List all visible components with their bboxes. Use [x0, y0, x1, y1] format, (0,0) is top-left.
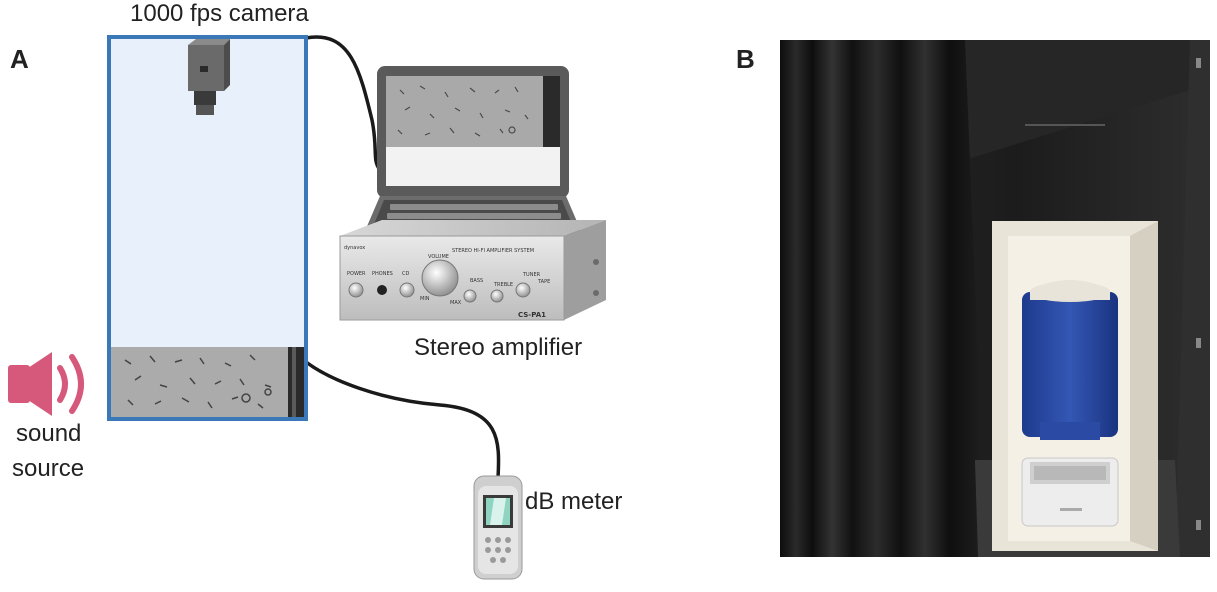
db-meter-label: dB meter: [525, 488, 623, 515]
amp-volume-text: VOLUME: [428, 254, 449, 260]
amp-system-text: STEREO HI-FI AMPLIFIER SYSTEM: [452, 248, 534, 254]
speaker-icon: [8, 352, 84, 416]
amp-max-text: MAX: [450, 300, 462, 306]
amplifier-label: Stereo amplifier: [414, 334, 583, 361]
amp-tape-text: TAPE: [537, 279, 550, 285]
panel-a-letter: A: [10, 44, 29, 74]
amp-min-text: MIN: [420, 296, 430, 302]
amp-phones-text: PHONES: [372, 271, 393, 277]
amp-treble-text: TREBLE: [493, 282, 513, 288]
sound-source-label-line2: source: [12, 455, 85, 482]
camera-cable: [305, 35, 382, 172]
stereo-amplifier-icon: dynavox STEREO HI-FI AMPLIFIER SYSTEM VO…: [339, 220, 606, 321]
meter-cable: [304, 360, 501, 479]
panel-b-letter: B: [736, 44, 755, 74]
high-speed-camera-icon: [188, 39, 230, 115]
amp-cd-text: CD: [402, 271, 409, 277]
amp-tuner-text: TUNER: [522, 272, 541, 278]
tank: [107, 35, 308, 421]
experimental-enclosure-photo: [780, 40, 1210, 557]
amp-model-text: CS-PA1: [518, 311, 546, 319]
camera-label: 1000 fps camera: [130, 0, 309, 27]
db-meter-icon: [473, 475, 523, 580]
laptop-icon: [362, 66, 584, 238]
fish-larvae-in-tank: [124, 354, 272, 409]
sound-source-label-line1: sound: [16, 420, 82, 447]
amp-bass-text: BASS: [470, 278, 483, 284]
amp-power-text: POWER: [347, 271, 366, 277]
amp-brand-text: dynavox: [344, 245, 365, 251]
